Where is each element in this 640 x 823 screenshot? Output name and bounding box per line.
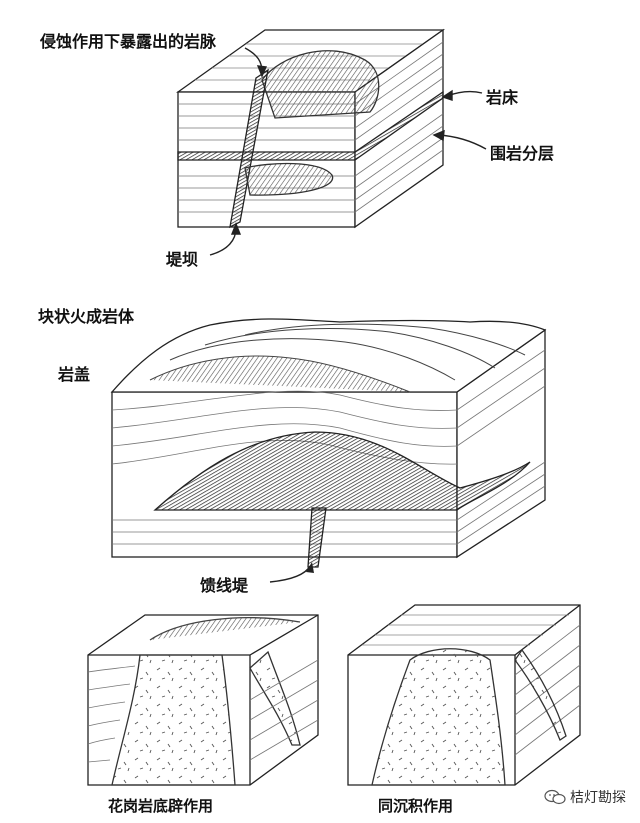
block-granitization bbox=[87, 614, 319, 786]
block-dike-sill bbox=[175, 28, 446, 229]
side-strata bbox=[354, 41, 444, 213]
block-syndeposition bbox=[347, 604, 581, 786]
laccolith-body bbox=[153, 431, 531, 511]
feeder-dike bbox=[307, 507, 327, 568]
label-granitization: 花岗岩底辟作用 bbox=[108, 797, 214, 815]
label-dike: 堤坝 bbox=[166, 250, 199, 269]
label-country-rock-layers: 围岩分层 bbox=[490, 144, 555, 163]
label-batholith-title: 块状火成岩体 bbox=[38, 307, 135, 326]
label-laccolith: 岩盖 bbox=[58, 365, 91, 384]
sill-band bbox=[177, 90, 444, 161]
front-strata bbox=[178, 103, 355, 213]
label-sill: 岩床 bbox=[486, 88, 519, 107]
label-exposed-vein: 侵蚀作用下暴露出的岩脉 bbox=[40, 32, 217, 51]
wechat-icon bbox=[544, 789, 566, 805]
block-laccolith bbox=[110, 318, 547, 568]
pluton-front bbox=[371, 648, 506, 786]
granite-dome-front bbox=[111, 654, 236, 786]
watermark-text: 桔灯勘探 bbox=[570, 790, 626, 806]
label-syndeposition: 同沉积作用 bbox=[378, 797, 454, 815]
exposed-dome bbox=[261, 50, 380, 119]
label-feeder-dike: 馈线堤 bbox=[200, 576, 249, 595]
arrows-block-1 bbox=[209, 47, 487, 256]
watermark: 桔灯勘探 bbox=[544, 787, 626, 807]
